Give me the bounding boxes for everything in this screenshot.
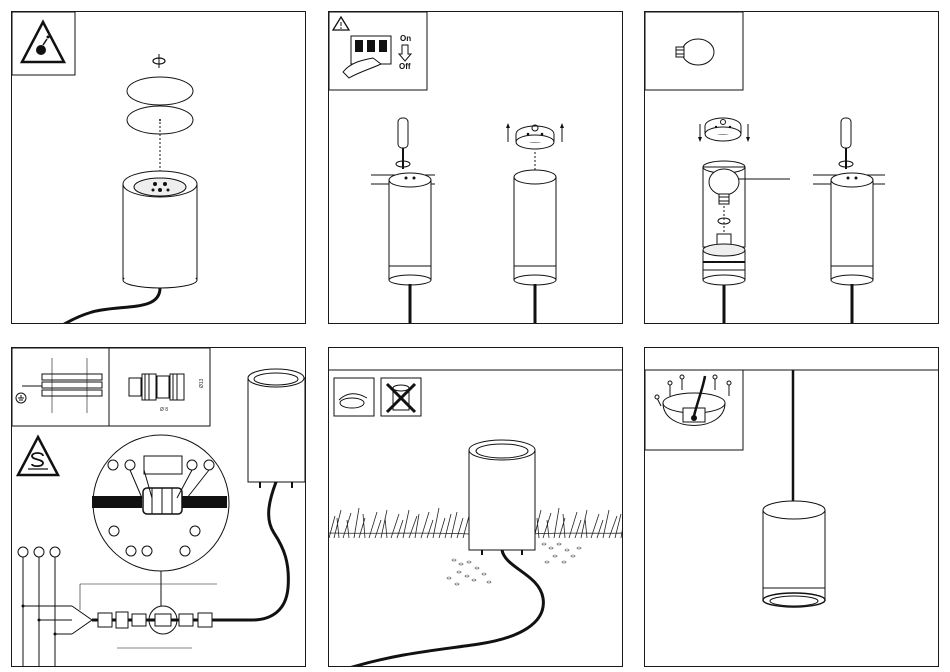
pendant-lamp-icon	[763, 501, 825, 607]
lamp-socket-base	[703, 234, 745, 285]
cable	[349, 550, 543, 667]
waterproof-connector-icon	[129, 374, 184, 400]
down-arrow-icon	[399, 45, 411, 61]
panel-step-6	[644, 347, 939, 667]
earth-ground-icon	[16, 393, 26, 403]
light-bulb-icon	[709, 169, 739, 204]
bomb-warning-icon	[22, 22, 64, 62]
install-forbidden-icon	[381, 378, 421, 416]
lamp-cylinder-right	[514, 170, 556, 285]
install-correct-icon	[334, 378, 374, 416]
panel-step-1	[11, 11, 306, 324]
lamp-top-cap	[516, 125, 554, 149]
lamp-top-cap	[705, 118, 741, 141]
panel-step-2: On Off	[328, 11, 623, 324]
lamp-cylinder-closed	[831, 173, 873, 285]
lamp-cylinder-left	[389, 173, 431, 285]
light-bulb-icon	[676, 39, 714, 65]
switch-off-label: Off	[399, 62, 411, 71]
cable	[252, 482, 288, 620]
connector-size-label: Ø13	[199, 378, 205, 388]
diffuser-disc-top	[127, 77, 193, 105]
cable	[62, 288, 160, 324]
panel-step-4: Ø 8 Ø13	[11, 347, 306, 667]
switch-on-label: On	[400, 34, 411, 43]
lamp-cylinder	[123, 171, 197, 288]
panel-step-5	[328, 347, 623, 667]
panel-step-3	[644, 11, 939, 324]
rotate-arrow-icon	[153, 54, 165, 68]
lamp-cylinder	[469, 440, 535, 555]
warning-triangle-icon	[333, 17, 349, 30]
cable-diameter-label: Ø 8	[160, 407, 168, 413]
safety-s-triangle-icon	[18, 437, 58, 475]
junction-magnifier	[92, 435, 229, 571]
waterproof-connector-icon	[92, 606, 252, 634]
lamp-cylinder	[248, 369, 305, 488]
circuit-breaker-icon	[343, 36, 391, 78]
wiring-terminals	[18, 547, 92, 667]
cable-strip-diagram	[22, 358, 102, 413]
